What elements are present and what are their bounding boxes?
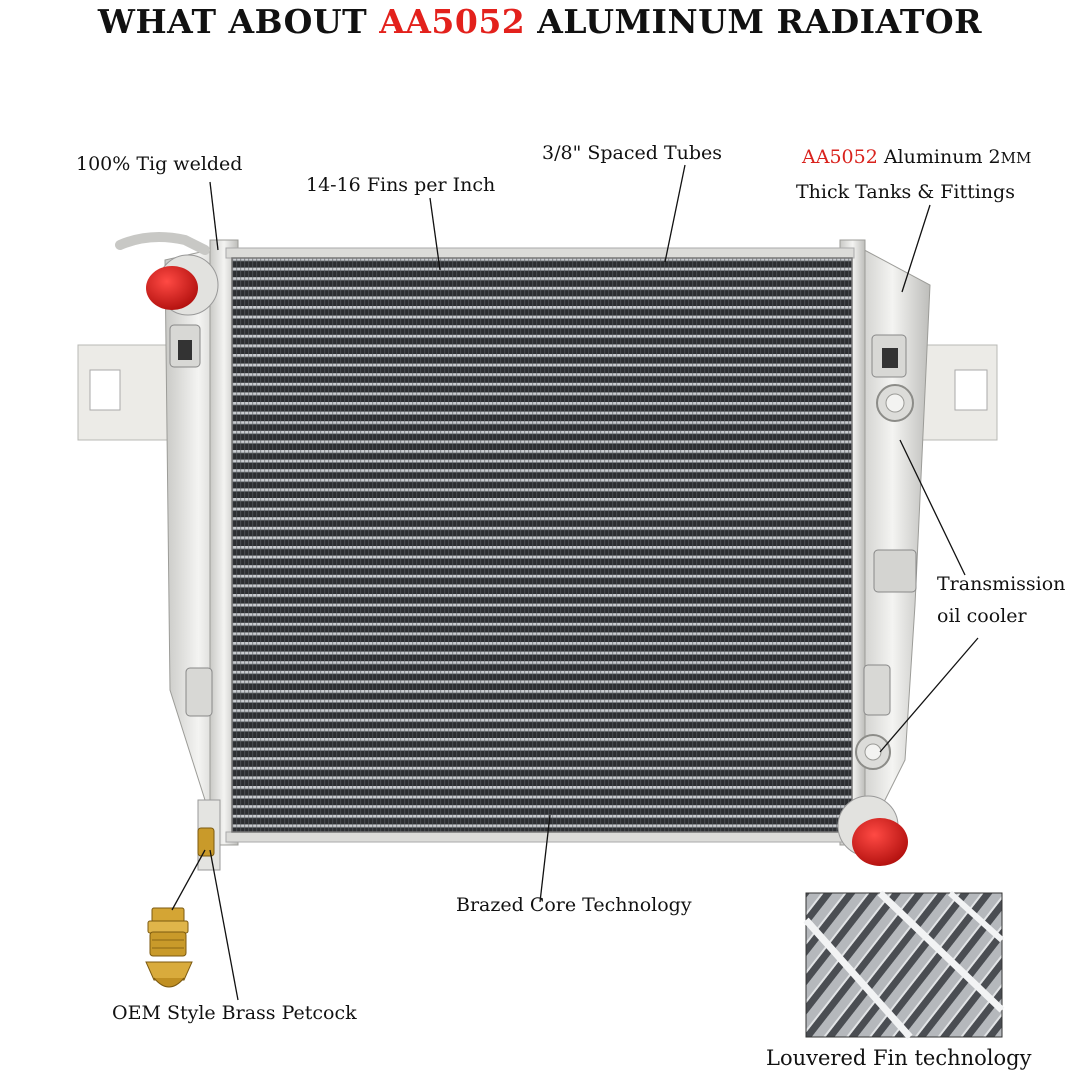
label-tanks-rest: Aluminum 2 (877, 146, 1001, 168)
red-cap-icon (146, 254, 219, 316)
label-tanks-unit: MM (1000, 149, 1032, 167)
left-mounting-bracket (77, 344, 169, 441)
label-fins-per-inch: 14-16 Fins per Inch (306, 174, 496, 196)
label-tanks-line1: AA5052 Aluminum 2MM (802, 145, 1031, 170)
red-cap-icon (837, 795, 908, 866)
label-transmission-line1: Transmission (937, 573, 1066, 595)
label-brazed-core: Brazed Core Technology (456, 894, 692, 916)
page-title: WHAT ABOUT AA5052 ALUMINUM RADIATOR (97, 2, 983, 41)
louvered-fin-closeup-image (803, 890, 1005, 1040)
left-tank (115, 232, 239, 871)
label-spaced-tubes: 3/8" Spaced Tubes (542, 142, 723, 164)
right-tank (839, 239, 931, 851)
label-tanks-highlight: AA5052 (802, 146, 878, 168)
label-petcock: OEM Style Brass Petcock (112, 1002, 357, 1024)
label-tig-welded: 100% Tig welded (76, 153, 243, 175)
radiator-core (225, 247, 855, 843)
label-transmission-line2: oil cooler (937, 605, 1027, 627)
label-louvered-fin: Louvered Fin technology (766, 1046, 1032, 1070)
petcock-fitting (197, 827, 215, 857)
label-tanks-line2: Thick Tanks & Fittings (796, 181, 1015, 203)
brass-petcock-image (145, 907, 193, 988)
callout-lines (171, 164, 979, 1001)
